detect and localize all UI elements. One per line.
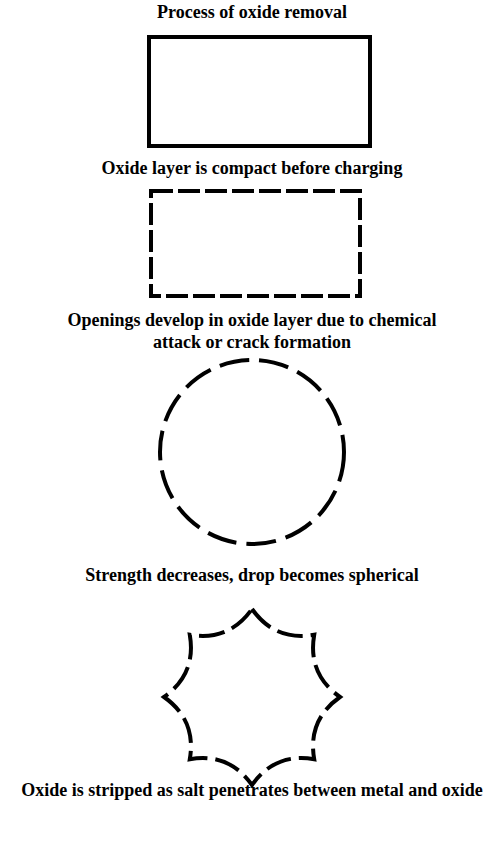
- cracked-oxide-layer: [151, 191, 360, 296]
- diagram-title: Process of oxide removal: [32, 1, 472, 23]
- stripped-oxide: [164, 609, 340, 785]
- stage-caption: Openings develop in oxide layer due to c…: [42, 309, 462, 353]
- stage-caption: Oxide layer is compact before charging: [32, 157, 472, 179]
- stage-caption: Strength decreases, drop becomes spheric…: [17, 564, 487, 586]
- compact-oxide-layer: [149, 37, 370, 146]
- spherical-drop: [160, 360, 344, 544]
- stage-caption: Oxide is stripped as salt penetrates bet…: [17, 779, 487, 801]
